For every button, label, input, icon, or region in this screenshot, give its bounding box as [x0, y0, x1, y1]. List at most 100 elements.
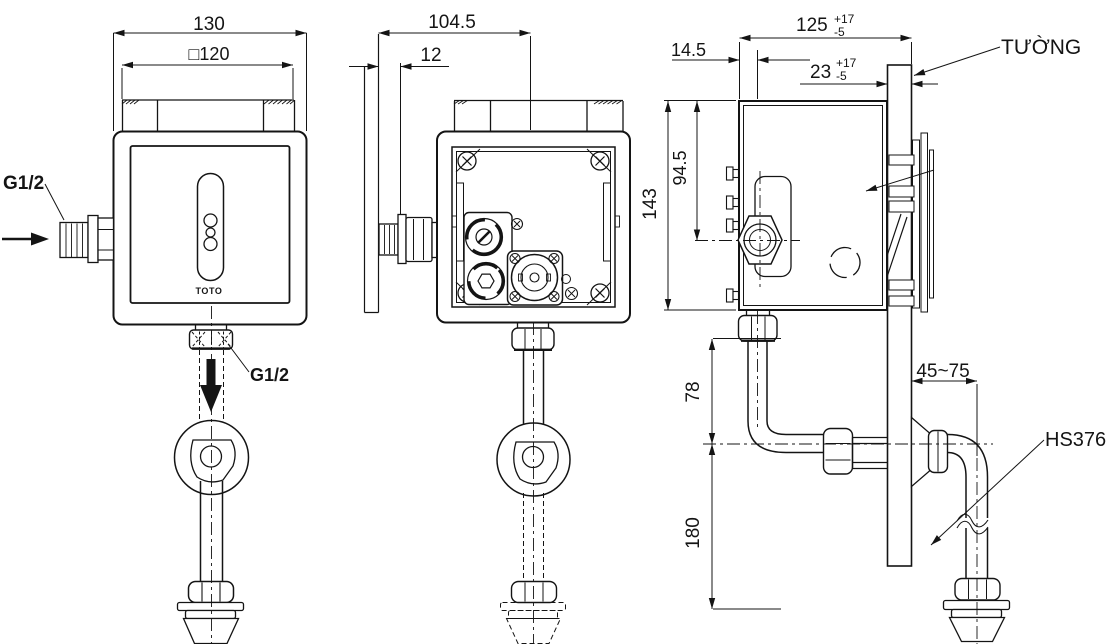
outlet-neck — [194, 324, 228, 330]
dim-axis-top: 94.5 — [670, 101, 701, 241]
dim-width-label: 130 — [193, 14, 225, 35]
inlet-thread-callout: G1/2 — [3, 173, 65, 221]
dim-drop-upper: 78 — [683, 338, 781, 444]
dim-box-wall: 125 +17 -5 — [739, 12, 912, 99]
pipe-break — [956, 513, 989, 535]
dim-panel-label: □120 — [189, 44, 230, 64]
stop-valve-hex — [466, 261, 506, 301]
dim-panel: □120 — [121, 44, 294, 99]
drop-pipe — [747, 341, 768, 421]
inlet-fitting — [59, 214, 115, 264]
dim-box-wall-sup: +17 — [834, 12, 855, 26]
back-escutcheon-bore — [521, 445, 545, 469]
back-mounting-tabs — [453, 101, 624, 132]
rail-notch-right — [614, 215, 620, 228]
front-view: 130 □120 TOTO — [2, 14, 308, 644]
dim-width: 130 — [113, 14, 307, 131]
outlet-thread-callout: G1/2 — [227, 343, 289, 385]
dim-box-height-label: 143 — [640, 188, 661, 220]
back-hatch-left — [453, 100, 468, 105]
dim-wall-sup: +17 — [836, 56, 857, 70]
backplate-strip-1 — [912, 139, 920, 309]
spreader-drop-pipe — [965, 477, 989, 579]
dim-wall-spreader-label: 45~75 — [916, 361, 969, 382]
dim-depth-label: 104.5 — [428, 12, 476, 33]
side-spreader-flange — [942, 599, 1011, 643]
back-supply-pipe — [522, 350, 545, 424]
backplate-pointer — [865, 169, 935, 192]
pipe-label: HS376 — [1045, 429, 1106, 451]
elbow-right — [947, 433, 989, 478]
outlet-thread-label: G1/2 — [250, 365, 289, 385]
aux-screw-2 — [564, 286, 579, 301]
back-escutcheon-nut — [513, 441, 559, 485]
back-hidden-pipe — [523, 493, 544, 581]
back-outlet-neck — [516, 322, 550, 328]
backplate-profile — [363, 34, 380, 314]
dim-drop-lower: 180 — [683, 444, 781, 610]
back-spreader-coupling — [510, 580, 558, 604]
side-view: 125 +17 -5 14.5 23 +17 -5 94.5 143 — [640, 12, 1106, 644]
front-cover-panel — [129, 145, 291, 304]
module-screw — [510, 217, 524, 231]
rail-right — [603, 182, 611, 262]
dim-offset: 12 — [349, 45, 449, 214]
wall-escutcheon-cone — [910, 416, 931, 488]
outlet-nut — [188, 329, 234, 350]
back-view: 104.5 12 — [349, 12, 631, 644]
dim-wall-label: 23 — [810, 62, 831, 83]
backplate-strip-2 — [920, 132, 928, 313]
supply-pipe — [199, 481, 224, 581]
hatch-right — [263, 99, 295, 105]
spreader-coupling — [187, 580, 235, 604]
wall-sleeve — [851, 436, 888, 470]
side-outlet-neck — [745, 310, 771, 316]
dim-front-axis-label: 14.5 — [671, 40, 706, 60]
wall-section — [886, 64, 913, 567]
side-body-inner — [743, 105, 883, 306]
backplate-strip-3 — [929, 149, 934, 299]
sensor-lens-bottom — [203, 236, 218, 252]
side-body — [738, 100, 888, 311]
dim-box-wall-label: 125 — [796, 15, 828, 36]
side-spreader-coupling — [954, 577, 1001, 601]
rail-notch-left — [451, 215, 457, 228]
dim-drop-lower-label: 180 — [683, 517, 704, 549]
wall-label: TƯỜNG — [1001, 36, 1081, 59]
inlet-thread-label: G1/2 — [3, 173, 44, 194]
wall-clips — [888, 154, 915, 307]
back-outlet-nut — [511, 327, 555, 351]
dim-box-height: 143 — [640, 100, 736, 311]
side-port-circle — [829, 246, 861, 279]
back-inlet-fitting — [378, 213, 438, 265]
union-nut — [822, 427, 854, 475]
dim-offset-label: 12 — [420, 45, 441, 66]
horizontal-pipe — [786, 433, 824, 454]
flow-arrow-in — [2, 232, 49, 246]
dim-wall-thickness: 23 +17 -5 — [800, 56, 938, 88]
aux-screw-1 — [561, 274, 571, 284]
dim-front-axis: 14.5 — [671, 40, 810, 99]
pipe-callout: HS376 — [930, 429, 1106, 546]
solenoid-valve — [506, 250, 564, 306]
side-bolts — [725, 166, 740, 303]
back-hatch-right — [593, 100, 622, 105]
elbow-left — [747, 420, 787, 454]
hidden-pipe — [199, 350, 224, 424]
flow-adjust-screw — [464, 217, 504, 257]
back-spreader-flange-hidden — [500, 602, 566, 644]
sensor-window — [196, 172, 225, 282]
escutcheon-bore — [199, 445, 223, 468]
brand-logo: TOTO — [195, 286, 222, 296]
sensor-lens-top — [203, 213, 218, 228]
mounting-tabs — [121, 100, 296, 132]
dim-box-wall-sub: -5 — [834, 25, 845, 39]
dim-wall-spreader: 45~75 — [911, 361, 978, 456]
dim-axis-top-label: 94.5 — [670, 150, 690, 185]
hatch-left — [121, 99, 140, 105]
dim-wall-sub: -5 — [836, 69, 847, 83]
spreader-flange — [176, 601, 245, 644]
dim-depth: 104.5 — [378, 12, 531, 130]
